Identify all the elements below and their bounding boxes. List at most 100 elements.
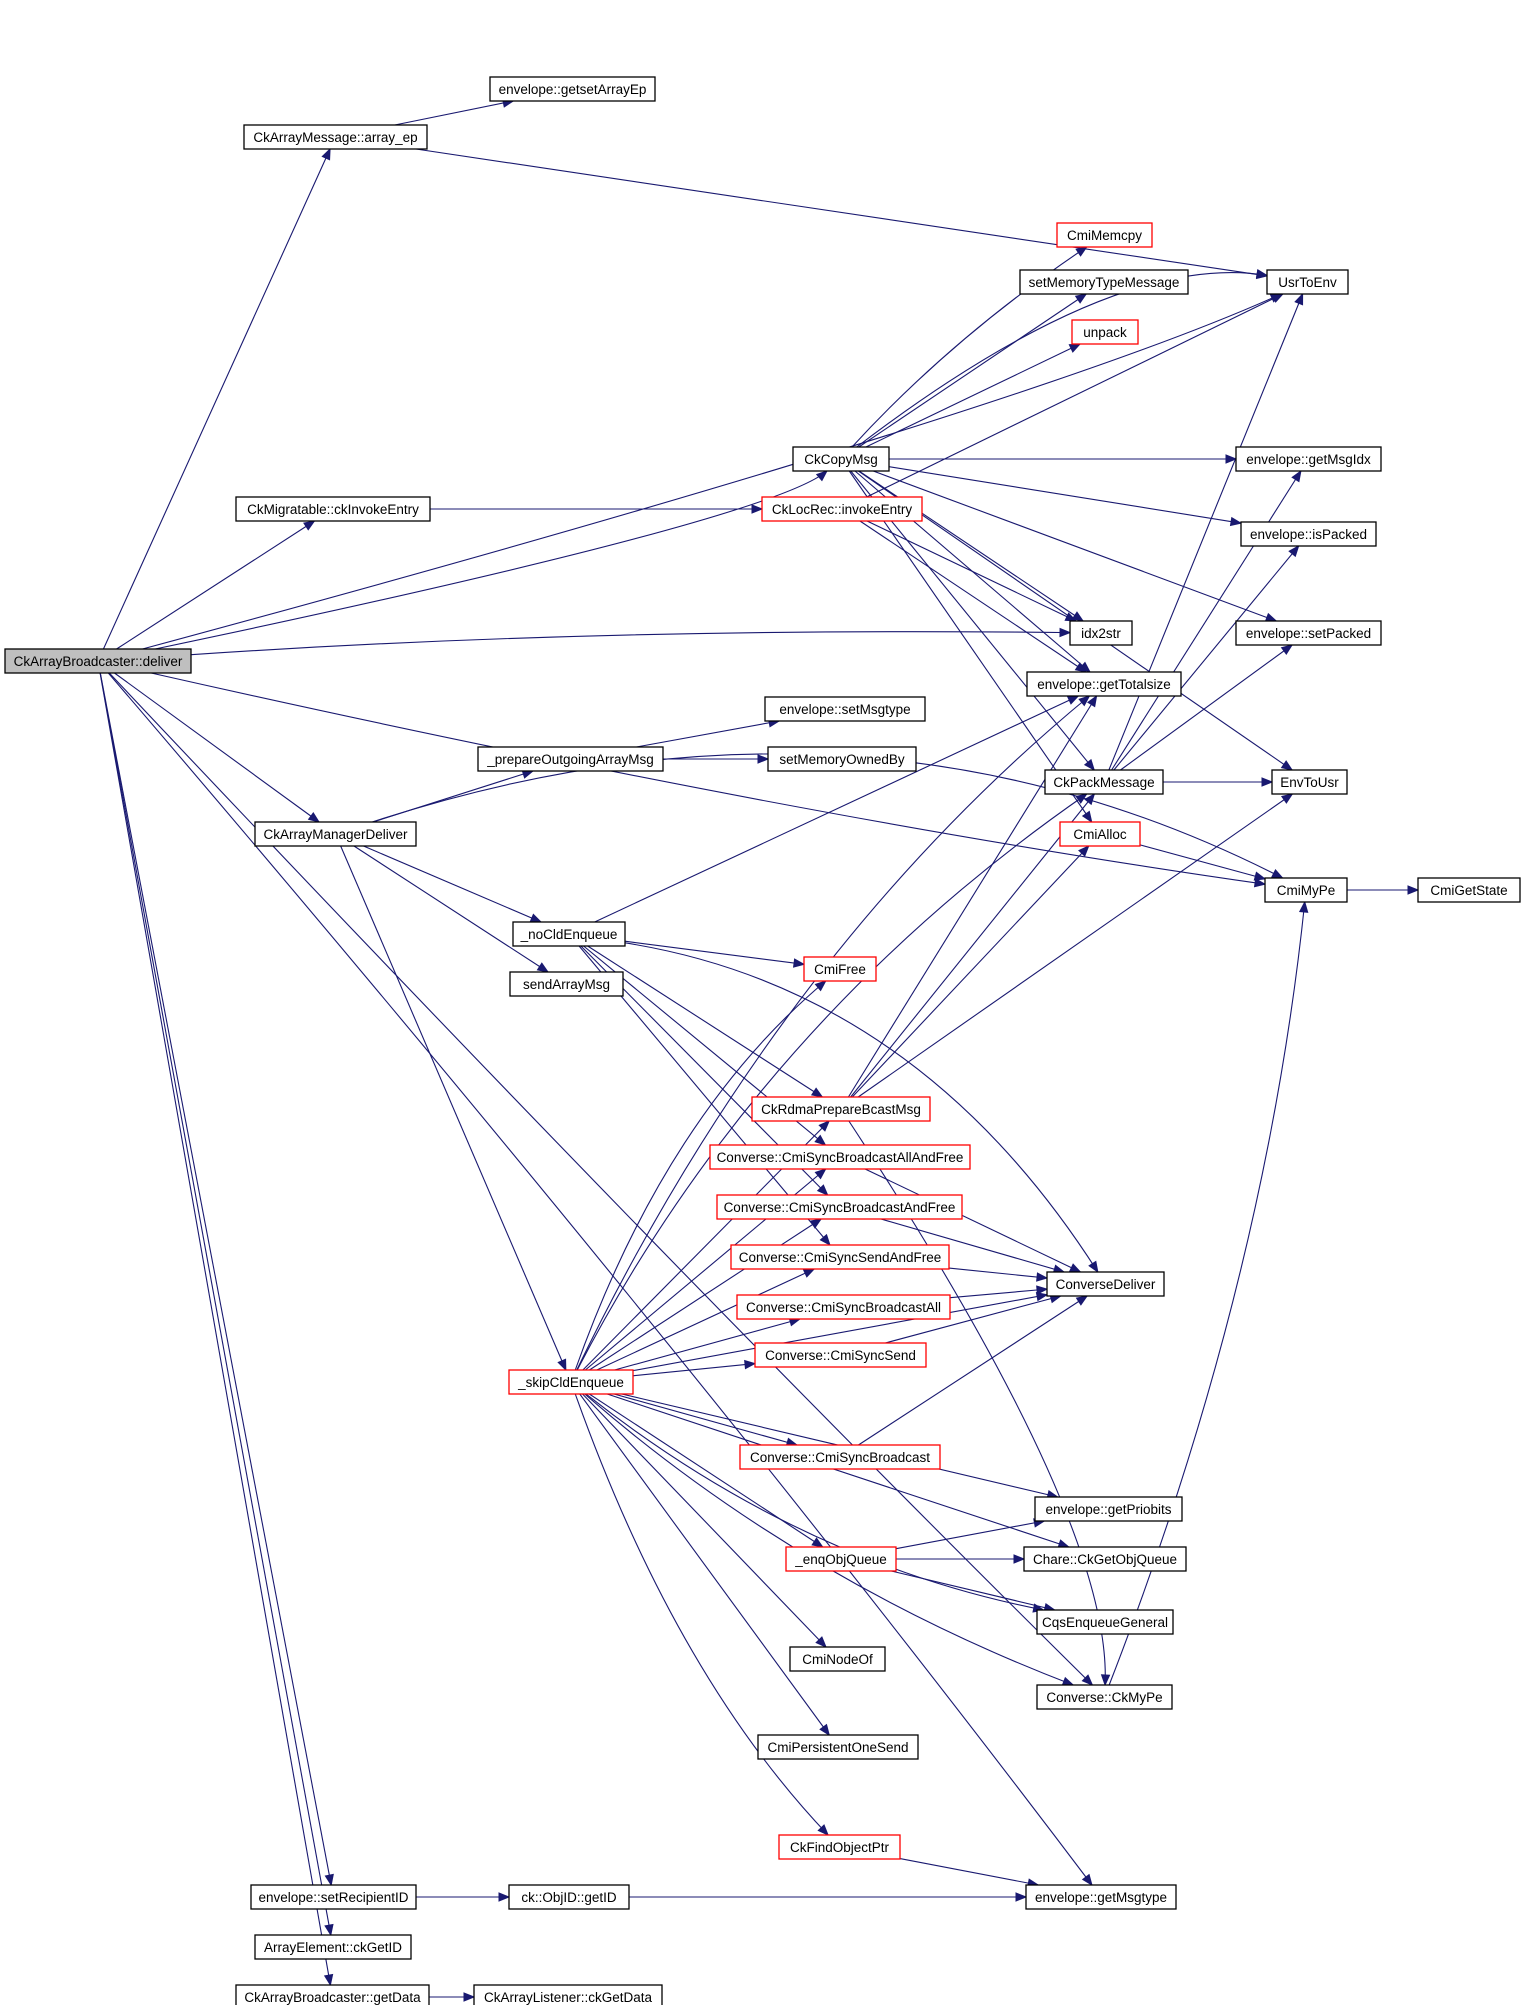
- edges-layer: [99, 98, 1420, 2002]
- node-box-ckGetData: [473, 1984, 663, 2005]
- node-CmiFree[interactable]: CmiFree: [803, 956, 877, 982]
- node-setRecipientID[interactable]: envelope::setRecipientID: [250, 1884, 417, 1910]
- node-sendArrayMsg[interactable]: sendArrayMsg: [509, 971, 624, 997]
- node-CmiPersistentOneSend[interactable]: CmiPersistentOneSend: [757, 1734, 919, 1760]
- arrowhead-skipCldEnqueue-to-CmiFree: [814, 980, 827, 992]
- node-label-invokeEntry: CkLocRec::invokeEntry: [772, 502, 913, 517]
- node-idx2str[interactable]: idx2str: [1069, 620, 1133, 646]
- edge-prepareOutgoing-to-setMsgtype: [636, 720, 780, 748]
- node-box-CmiNodeOf: [789, 1646, 886, 1672]
- node-skipCldEnqueue[interactable]: _skipCldEnqueue: [508, 1369, 634, 1395]
- node-CmiMemcpy[interactable]: CmiMemcpy: [1056, 222, 1153, 248]
- arrowhead-skipCldEnqueue-to-CkFindObjectPtr: [817, 1824, 830, 1836]
- node-ckGetID[interactable]: ArrayElement::ckGetID: [254, 1934, 412, 1960]
- node-box-CkArrayManagerDeliver: [254, 821, 417, 847]
- node-SyncBcast[interactable]: Converse::CmiSyncBroadcast: [739, 1444, 941, 1470]
- node-label-CkArrayManagerDeliver: CkArrayManagerDeliver: [263, 827, 408, 842]
- node-setPacked[interactable]: envelope::setPacked: [1235, 620, 1382, 646]
- edge-array_ep-to-getsetArrayEp: [394, 100, 514, 126]
- edge-CkCopyMsg-to-setPacked: [873, 470, 1277, 622]
- node-EnvToUsr[interactable]: EnvToUsr: [1271, 769, 1348, 795]
- node-CkMyPe[interactable]: Converse::CkMyPe: [1036, 1684, 1173, 1710]
- edge-SyncBcast-to-ConverseDeliver: [858, 1295, 1088, 1446]
- edge-skipCldEnqueue-to-SyncBcastAll: [614, 1318, 801, 1371]
- node-label-getPriobits: envelope::getPriobits: [1045, 1502, 1171, 1517]
- node-CmiMyPe[interactable]: CmiMyPe: [1264, 877, 1348, 903]
- node-array_ep[interactable]: CkArrayMessage::array_ep: [243, 124, 428, 150]
- node-box-setMemoryTypeMessage: [1019, 269, 1189, 295]
- node-box-prepareOutgoing: [477, 746, 664, 772]
- node-getMsgtype[interactable]: envelope::getMsgtype: [1025, 1884, 1177, 1910]
- node-invokeEntry[interactable]: CkLocRec::invokeEntry: [761, 496, 923, 522]
- arrowhead-CmiAlloc-to-CmiMyPe: [1253, 871, 1267, 881]
- node-label-SyncBcastAndFree: Converse::CmiSyncBroadcastAndFree: [724, 1200, 956, 1215]
- node-root[interactable]: CkArrayBroadcaster::deliver: [4, 648, 192, 674]
- node-box-invokeEntry: [761, 496, 923, 522]
- node-CkArrayManagerDeliver[interactable]: CkArrayManagerDeliver: [254, 821, 417, 847]
- node-getsetArrayEp[interactable]: envelope::getsetArrayEp: [489, 76, 656, 102]
- node-CmiNodeOf[interactable]: CmiNodeOf: [789, 1646, 886, 1672]
- node-CkCopyMsg[interactable]: CkCopyMsg: [792, 446, 890, 472]
- edge-CkRdmaPrepareBcastMsg-to-CkPackMessage: [850, 793, 1095, 1098]
- node-ckGetData[interactable]: CkArrayListener::ckGetData: [473, 1984, 663, 2005]
- node-getData[interactable]: CkArrayBroadcaster::getData: [235, 1984, 430, 2005]
- node-SyncBcastAll[interactable]: Converse::CmiSyncBroadcastAll: [736, 1294, 951, 1320]
- node-getTotalsize[interactable]: envelope::getTotalsize: [1026, 671, 1182, 697]
- edge-skipCldEnqueue-to-CmiFree: [574, 980, 827, 1371]
- arrowhead-CkRdmaPrepareBcastMsg-to-CkPackMessage: [1084, 792, 1096, 806]
- node-SyncBcastAllAndFree[interactable]: Converse::CmiSyncBroadcastAllAndFree: [709, 1144, 971, 1170]
- edge-noCldEnqueue-to-getTotalsize: [594, 695, 1079, 923]
- node-ckInvokeEntry[interactable]: CkMigratable::ckInvokeEntry: [235, 496, 431, 522]
- node-label-ConverseDeliver: ConverseDeliver: [1056, 1277, 1156, 1292]
- node-box-ckInvokeEntry: [235, 496, 431, 522]
- node-setMemoryOwnedBy[interactable]: setMemoryOwnedBy: [767, 746, 917, 772]
- edge-CkRdmaPrepareBcastMsg-to-CmiAlloc: [851, 845, 1090, 1098]
- node-label-setRecipientID: envelope::setRecipientID: [258, 1890, 408, 1905]
- node-unpack[interactable]: unpack: [1071, 319, 1139, 345]
- arrowhead-CkRdmaPrepareBcastMsg-to-CkMyPe: [1100, 1674, 1111, 1687]
- edge-root-to-CkArrayManagerDeliver: [114, 672, 320, 823]
- arrowhead-CkPackMessage-to-setPacked: [1280, 644, 1294, 656]
- node-setMsgtype[interactable]: envelope::setMsgtype: [764, 696, 926, 722]
- node-label-setMemoryTypeMessage: setMemoryTypeMessage: [1029, 275, 1180, 290]
- arrowhead-skipCldEnqueue-to-CkMyPe: [1061, 1676, 1075, 1686]
- arrowhead-ckInvokeEntry-to-invokeEntry: [751, 504, 764, 514]
- arrowhead-noCldEnqueue-to-SyncBcastAllAndFree: [814, 1134, 827, 1146]
- node-isPacked[interactable]: envelope::isPacked: [1240, 521, 1377, 547]
- node-SyncBcastAndFree[interactable]: Converse::CmiSyncBroadcastAndFree: [716, 1194, 963, 1220]
- edge-CkPackMessage-to-UsrToEnv: [1108, 293, 1304, 771]
- edge-skipCldEnqueue-to-SyncBcast: [613, 1393, 798, 1446]
- node-CkGetObjQueue[interactable]: Chare::CkGetObjQueue: [1023, 1546, 1187, 1572]
- edge-CkCopyMsg-to-idx2str: [858, 470, 1084, 622]
- edge-skipCldEnqueue-to-CmiNodeOf: [582, 1393, 827, 1648]
- node-CmiAlloc[interactable]: CmiAlloc: [1059, 821, 1141, 847]
- node-prepareOutgoing[interactable]: _prepareOutgoingArrayMsg: [477, 746, 664, 772]
- node-CkRdmaPrepareBcastMsg[interactable]: CkRdmaPrepareBcastMsg: [751, 1096, 931, 1122]
- node-enqObjQueue[interactable]: _enqObjQueue: [785, 1546, 897, 1572]
- arrowhead-CkArrayManagerDeliver-to-skipCldEnqueue: [557, 1358, 567, 1372]
- node-ConverseDeliver[interactable]: ConverseDeliver: [1046, 1271, 1165, 1297]
- node-SyncSendAndFree[interactable]: Converse::CmiSyncSendAndFree: [730, 1244, 950, 1270]
- node-CmiGetState[interactable]: CmiGetState: [1417, 877, 1521, 903]
- node-box-CkGetObjQueue: [1023, 1546, 1187, 1572]
- node-label-setPacked: envelope::setPacked: [1246, 626, 1371, 641]
- node-box-CkRdmaPrepareBcastMsg: [751, 1096, 931, 1122]
- node-noCldEnqueue[interactable]: _noCldEnqueue: [512, 921, 626, 947]
- node-CkPackMessage[interactable]: CkPackMessage: [1044, 769, 1164, 795]
- node-box-sendArrayMsg: [509, 971, 624, 997]
- node-SyncSend[interactable]: Converse::CmiSyncSend: [754, 1342, 927, 1368]
- node-UsrToEnv[interactable]: UsrToEnv: [1266, 269, 1349, 295]
- node-CkFindObjectPtr[interactable]: CkFindObjectPtr: [778, 1834, 901, 1860]
- edge-array_ep-to-UsrToEnv: [415, 148, 1268, 277]
- node-getPriobits[interactable]: envelope::getPriobits: [1034, 1496, 1183, 1522]
- node-getMsgIdx[interactable]: envelope::getMsgIdx: [1235, 446, 1382, 472]
- node-setMemoryTypeMessage[interactable]: setMemoryTypeMessage: [1019, 269, 1189, 295]
- node-box-ckGetID: [254, 1934, 412, 1960]
- node-ObjIDgetID[interactable]: ck::ObjID::getID: [508, 1884, 630, 1910]
- arrowhead-skipCldEnqueue-to-SyncBcastAllAndFree: [814, 1168, 827, 1180]
- arrowhead-skipCldEnqueue-to-ConverseDeliver: [1035, 1291, 1049, 1302]
- node-CqsEnqueueGeneral[interactable]: CqsEnqueueGeneral: [1036, 1609, 1174, 1635]
- arrowhead-CkArrayManagerDeliver-to-sendArrayMsg: [536, 962, 550, 973]
- arrowhead-root-to-array_ep: [321, 147, 331, 161]
- arrowhead-skipCldEnqueue-to-enqObjQueue: [811, 1537, 824, 1548]
